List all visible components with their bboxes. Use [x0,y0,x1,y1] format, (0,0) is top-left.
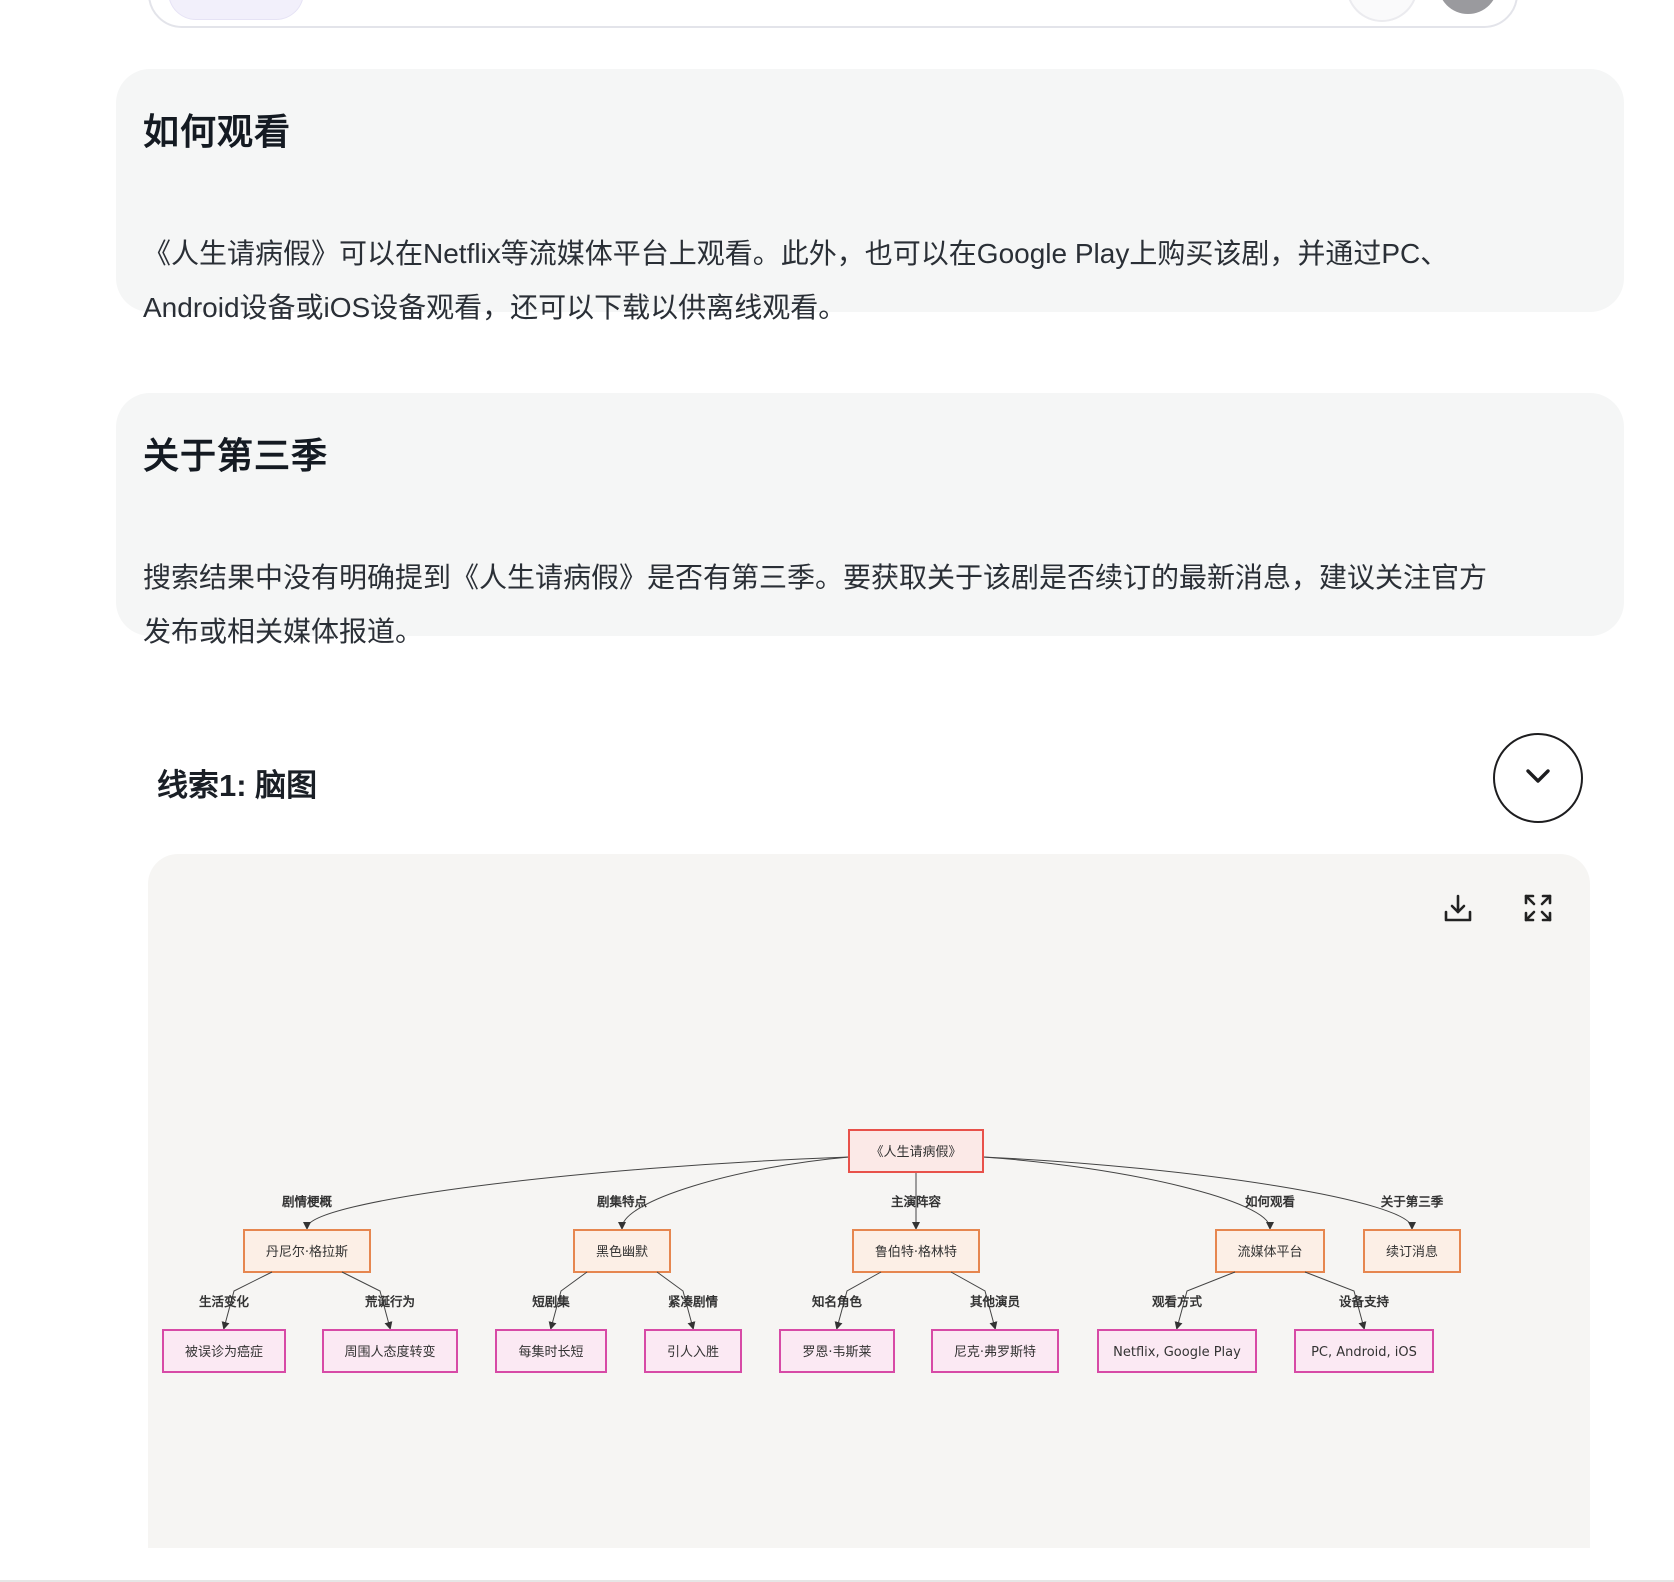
root-edge [982,1156,1274,1230]
leaf-node-box [931,1329,1059,1373]
bottom-divider [0,1580,1674,1582]
branch-node-box [1215,1229,1325,1273]
card-text-line: 《人生请病假》可以在Netflix等流媒体平台上观看。此外，也可以在Google… [143,238,1449,269]
child-edge [548,1271,588,1330]
leaf-node-label: Netflix, Google Play [1113,1345,1241,1360]
leaf-node-label: 周围人态度转变 [344,1344,435,1360]
leaf-node-label: 罗恩·韦斯莱 [802,1345,871,1360]
card-text: 搜索结果中没有明确提到《人生请病假》是否有第三季。要获取关于该剧是否续订的最新消… [143,551,1603,659]
edge-label: 荒诞行为 [364,1294,415,1309]
branch-node-label: 流媒体平台 [1237,1245,1302,1260]
child-edge [656,1271,696,1330]
how-to-watch-card: 如何观看 《人生请病假》可以在Netflix等流媒体平台上观看。此外，也可以在G… [116,69,1624,323]
mindmap-panel: 剧情梗概丹尼尔·格拉斯生活变化被误诊为癌症 荒诞行为周围人态度转变 剧集特点黑色幽默… [148,854,1590,1548]
branch-node-box [1363,1229,1461,1273]
edge-label: 剧集特点 [597,1194,648,1209]
leaf-node-label: 引人入胜 [667,1345,719,1360]
card-text-line: Android设备或iOS设备观看，还可以下载以供离线观看。 [143,292,847,323]
edge-label: 如何观看 [1245,1194,1296,1209]
branch-node-label: 鲁伯特·格林特 [875,1244,957,1260]
branch-node-box [573,1229,671,1273]
edge-label: 观看方式 [1152,1294,1203,1309]
clue-title: 线索1: 脑图 [157,768,318,803]
leaf-node-box [779,1329,895,1373]
chevron-down-icon [1523,766,1553,791]
child-edge [341,1271,393,1330]
branch-node-box [243,1229,371,1273]
branch-node-box [852,1229,980,1273]
child-edge [950,1271,998,1330]
leaf-node-box [1294,1329,1434,1373]
child-edge [221,1271,273,1330]
leaf-node-label: 每集时长短 [518,1344,583,1360]
leaf-node-label: 尼克·弗罗斯特 [954,1345,1036,1360]
download-icon[interactable] [1440,890,1476,926]
branch-node-label: 续订消息 [1386,1244,1438,1260]
child-edge [834,1271,882,1330]
card-title: 如何观看 [143,111,292,152]
fullscreen-icon[interactable] [1520,890,1556,926]
root-edge [303,1156,850,1230]
collapse-button[interactable] [1493,733,1583,823]
edge-label: 设备支持 [1339,1294,1390,1309]
card-text-line: 搜索结果中没有明确提到《人生请病假》是否有第三季。要获取关于该剧是否续订的最新消… [143,562,1488,593]
edge-label: 关于第三季 [1381,1194,1444,1209]
leaf-node-box [1097,1329,1257,1373]
leaf-node-label: 被误诊为癌症 [185,1344,263,1360]
branch-node-label: 丹尼尔·格拉斯 [266,1244,348,1260]
send-button[interactable] [1438,0,1498,14]
leaf-node-box [644,1329,742,1373]
leaf-node-box [322,1329,458,1373]
root-node-label: 《人生请病假》 [870,1145,961,1160]
chat-input-box[interactable] [148,0,1518,28]
edge-label: 剧情梗概 [282,1194,333,1209]
card-text-line: 发布或相关媒体报道。 [143,616,424,647]
edge-label: 紧凑剧情 [668,1294,719,1309]
branch-node-label: 黑色幽默 [596,1244,648,1260]
card-title: 关于第三季 [143,435,329,476]
root-node-box [848,1129,984,1173]
edge-label: 其他演员 [970,1294,1021,1309]
root-edge [618,1156,850,1230]
root-edge [982,1156,1416,1230]
leaf-node-box [162,1329,286,1373]
season-three-card: 关于第三季 搜索结果中没有明确提到《人生请病假》是否有第三季。要获取关于该剧是否… [116,393,1624,647]
child-edge [1174,1271,1236,1330]
edge-label: 主演阵容 [891,1194,942,1209]
edge-label: 知名角色 [811,1294,863,1309]
leaf-node-box [495,1329,607,1373]
input-action-button[interactable] [1346,0,1418,22]
child-edge [1304,1271,1367,1330]
leaf-node-label: PC, Android, iOS [1311,1345,1417,1360]
edge-label: 生活变化 [199,1294,250,1309]
edge-label: 短剧集 [532,1294,570,1309]
input-chip[interactable] [168,0,304,20]
card-text: 《人生请病假》可以在Netflix等流媒体平台上观看。此外，也可以在Google… [143,227,1603,335]
